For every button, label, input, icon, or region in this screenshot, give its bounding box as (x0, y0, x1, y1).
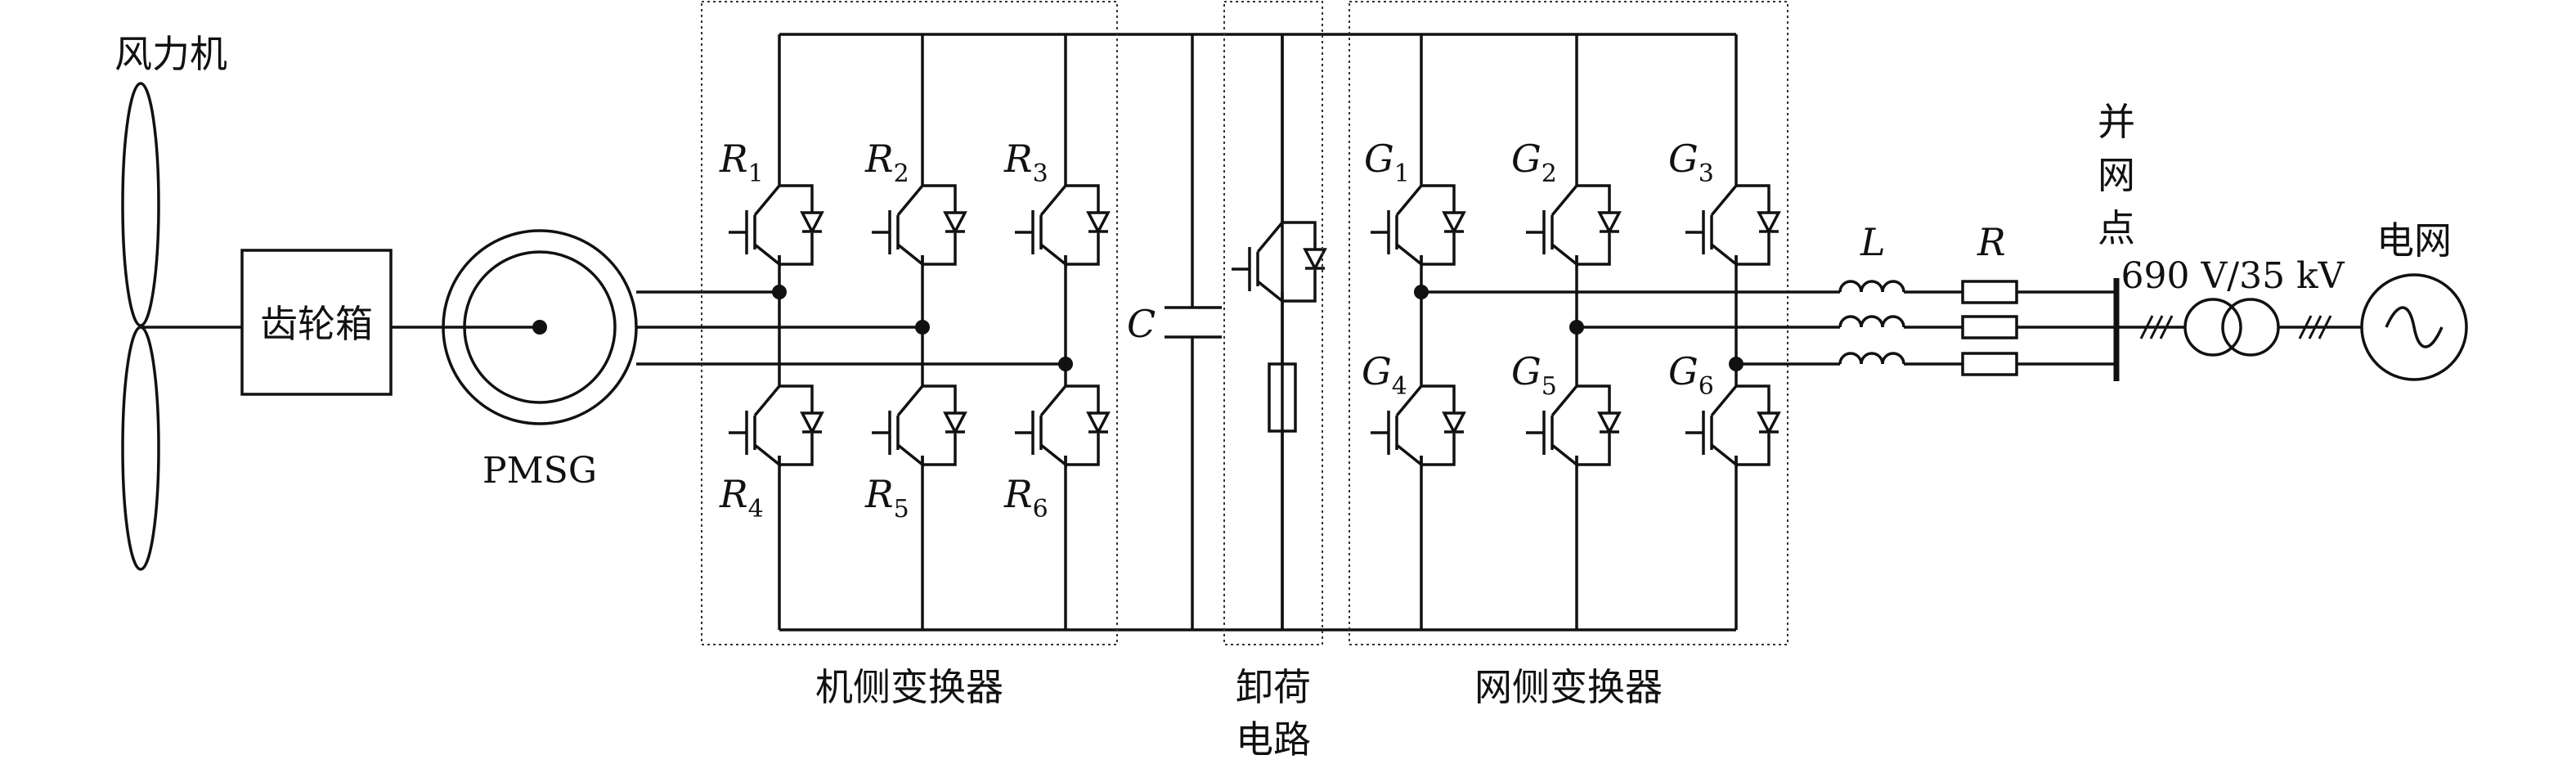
switch-g5 (1526, 376, 1622, 468)
inductor-label: L (1860, 220, 1886, 264)
machine-side-box (701, 1, 1118, 645)
machine-side-converter-label: 机侧变换器 (815, 665, 1003, 709)
switch-r3 (1015, 176, 1111, 267)
pcc-label-char-2: 网 (2098, 153, 2135, 197)
label-r5: R5 (864, 472, 909, 524)
switch-r6 (1015, 376, 1111, 468)
label-g6: G6 (1668, 349, 1714, 401)
switch-g6 (1685, 376, 1781, 468)
grid-side-switches (1371, 176, 1781, 468)
transformer (2116, 298, 2362, 357)
filter-inductors (1838, 280, 1963, 366)
gearbox (240, 249, 463, 396)
label-g2: G2 (1511, 137, 1557, 188)
label-g5: G5 (1511, 349, 1557, 401)
label-r4: R4 (719, 472, 764, 524)
dump-load-circuit (1232, 34, 1327, 630)
wind-turbine-label: 风力机 (114, 32, 227, 76)
label-r1: R1 (719, 137, 764, 188)
machine-side-switches (729, 176, 1111, 468)
switch-g4 (1371, 376, 1466, 468)
label-r6: R6 (1003, 472, 1048, 524)
switch-g3 (1685, 176, 1781, 267)
label-g3: G3 (1668, 137, 1714, 188)
transformer-label: 690 V/35 kV (2121, 255, 2345, 297)
label-g1: G1 (1364, 137, 1410, 188)
capacitor-label: C (1127, 302, 1156, 346)
filter-resistors (1961, 280, 2116, 376)
pmsg-generator (442, 229, 638, 425)
wind-turbine (121, 82, 242, 571)
resistor-label: R (1977, 220, 2006, 264)
generator-label: PMSG (482, 450, 597, 492)
switch-g2 (1526, 176, 1622, 267)
gearbox-label: 齿轮箱 (260, 302, 373, 346)
dc-capacitor (1165, 34, 1222, 630)
machine-side-legs (778, 34, 1067, 630)
pcc-label-char-1: 并 (2098, 100, 2135, 144)
pcc-label-char-3: 点 (2098, 206, 2135, 250)
dump-load-label-line2: 电路 (1236, 717, 1311, 762)
switch-r2 (872, 176, 967, 267)
label-g4: G4 (1362, 349, 1407, 401)
grid-source (2360, 273, 2468, 381)
grid-output-lines (1414, 285, 1840, 371)
switch-r1 (729, 176, 824, 267)
grid-side-box (1349, 1, 1788, 645)
switch-r4 (729, 376, 824, 468)
label-r2: R2 (864, 137, 909, 188)
grid-side-converter-label: 网侧变换器 (1474, 665, 1663, 709)
label-r3: R3 (1003, 137, 1048, 188)
dump-load-label-line1: 卸荷 (1236, 665, 1311, 709)
switch-r5 (872, 376, 967, 468)
grid-side-legs (1420, 34, 1738, 630)
switch-g1 (1371, 176, 1466, 267)
grid-label: 电网 (2376, 218, 2452, 263)
dump-load-box (1223, 1, 1323, 645)
